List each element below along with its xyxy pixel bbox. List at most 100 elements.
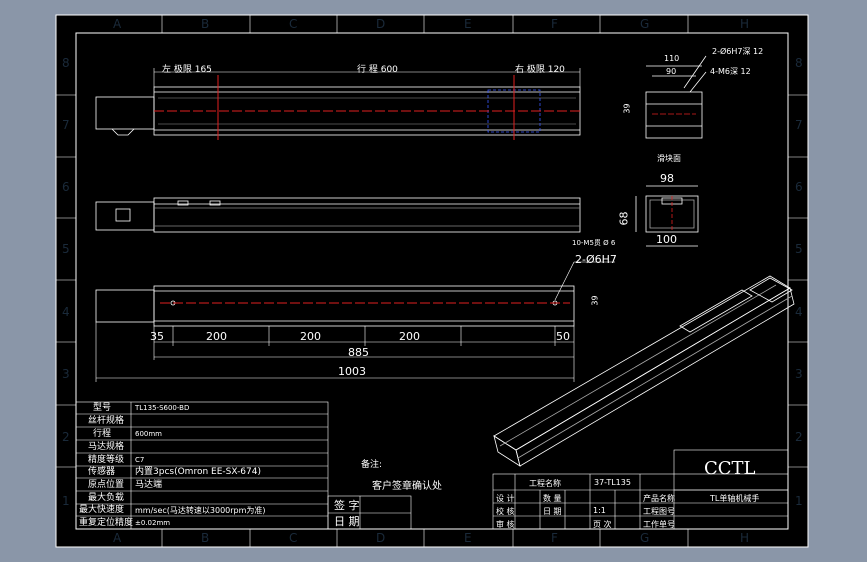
spec-label-precision: 精度等级 — [88, 455, 125, 465]
dim-front-height: 39 — [590, 295, 600, 306]
zone-col-g: G — [640, 17, 650, 31]
zone-col-e: E — [464, 17, 472, 31]
dim-100: 100 — [656, 233, 677, 246]
tb-drawing-no-label: 工程图号 — [643, 507, 675, 516]
tb-product-name-label: 产品名称 — [643, 494, 675, 503]
spec-value-repeat-precision: ±0.02mm — [135, 519, 171, 527]
dim-50: 50 — [556, 330, 570, 343]
inner-frame — [75, 32, 789, 530]
customer-confirm: 客户签章确认处 — [372, 481, 442, 492]
dim-110: 110 — [664, 54, 680, 63]
zone-row-3-right: 3 — [795, 367, 803, 381]
zone-row-4-right: 4 — [795, 305, 803, 319]
front-view — [95, 285, 575, 327]
spec-label-repeat-precision: 重复定位精度 — [79, 518, 134, 528]
spec-label-origin: 原点位置 — [88, 480, 125, 490]
dim-left-stroke: 左 极限 165 — [162, 65, 212, 75]
zone-col-a: A — [113, 17, 122, 31]
zone-row-5-right: 5 — [795, 242, 803, 256]
spec-label-lead: 丝杆规格 — [88, 416, 125, 426]
tb-project-name-value: 37-TL135 — [594, 478, 631, 487]
zone-col-c: C — [289, 17, 298, 31]
zone-col-a-bottom: A — [113, 531, 122, 545]
dim-200-a: 200 — [206, 330, 227, 343]
date-label: 日 期 — [334, 515, 360, 528]
zone-col-f-bottom: F — [551, 531, 558, 545]
top-dim-lines — [153, 68, 581, 87]
screw-note-3: 10-M5贯 Ø 6 — [572, 239, 616, 247]
dim-200-b: 200 — [300, 330, 321, 343]
zone-col-d: D — [376, 17, 386, 31]
dim-885: 885 — [348, 346, 369, 359]
spec-value-origin: 马达端 — [135, 480, 163, 490]
sign-label: 签 字 — [334, 499, 360, 512]
spec-value-precision: C7 — [135, 456, 145, 464]
brand-logo-text: CCTL — [704, 458, 756, 479]
dim-stroke: 行 程 600 — [357, 65, 398, 75]
zone-row-5: 5 — [62, 242, 70, 256]
tb-sheets: 页 次 — [593, 520, 612, 529]
dim-68: 68 — [617, 211, 631, 226]
zone-ticks — [56, 15, 808, 547]
dim-1003: 1003 — [338, 365, 366, 378]
tb-design: 设 计 — [496, 494, 515, 503]
spec-label-max-speed: 最大快速度 — [79, 505, 125, 515]
spec-value-sensor: 内置3pcs(Omron EE-SX-674) — [135, 467, 262, 477]
zone-row-7-right: 7 — [795, 118, 803, 132]
spec-label-motor-spec: 马达规格 — [88, 442, 125, 452]
hole-callout: 2-Ø6H7 — [575, 253, 617, 266]
slider-label: 滑块面 — [657, 154, 681, 163]
dim-98: 98 — [660, 172, 674, 185]
end-view-top — [645, 55, 707, 139]
zone-col-c-bottom: C — [289, 531, 298, 545]
zone-col-b-bottom: B — [201, 531, 210, 545]
dim-right-stroke: 右 极限 120 — [515, 65, 565, 75]
zone-col-b: B — [201, 17, 210, 31]
zone-col-h: H — [740, 17, 750, 31]
zone-col-h-bottom: H — [740, 531, 750, 545]
tb-product-name-value: TL单轴机械手 — [710, 494, 760, 503]
spec-value-model: TL135-S600-BD — [135, 404, 190, 412]
zone-row-3: 3 — [62, 367, 70, 381]
zone-row-6-right: 6 — [795, 180, 803, 194]
screw-note-1: 2-Ø6H7深 12 — [712, 47, 764, 56]
zone-col-d-bottom: D — [376, 531, 386, 545]
tb-project-name-label: 工程名称 — [529, 479, 561, 488]
zone-col-e-bottom: E — [464, 531, 472, 545]
isometric-view — [493, 275, 795, 467]
zone-col-f: F — [551, 17, 558, 31]
tb-scale: 1:1 — [593, 506, 606, 515]
zone-row-8: 8 — [62, 56, 70, 70]
zone-row-2-right: 2 — [795, 430, 803, 444]
end-view-bottom — [635, 185, 699, 247]
tb-work-order: 工作单号 — [643, 520, 675, 529]
tb-quantity: 数 量 — [543, 494, 562, 503]
spec-label-sensor: 传感器 — [88, 467, 116, 477]
zone-col-g-bottom: G — [640, 531, 650, 545]
screw-note-2: 4-M6深 12 — [710, 67, 751, 76]
dim-35: 35 — [150, 330, 164, 343]
dim-200-c: 200 — [399, 330, 420, 343]
spec-value-max-speed: mm/sec(马达转速以3000rpm为准) — [135, 506, 266, 515]
notes-label: 备注: — [361, 460, 383, 470]
front-dim-lines — [95, 261, 615, 382]
zone-row-1-right: 1 — [795, 494, 803, 508]
spec-label-model: 型号 — [93, 403, 112, 413]
side-view — [95, 197, 581, 233]
spec-table-grid — [75, 401, 412, 530]
zone-row-7: 7 — [62, 118, 70, 132]
zone-row-8-right: 8 — [795, 56, 803, 70]
spec-value-stroke: 600mm — [135, 430, 162, 438]
zone-row-2: 2 — [62, 430, 70, 444]
title-block-grid — [492, 449, 789, 530]
tb-audit: 审 核 — [496, 520, 515, 529]
zone-row-1: 1 — [62, 494, 70, 508]
spec-label-stroke: 行程 — [93, 429, 112, 439]
tb-check: 校 核 — [496, 507, 515, 516]
dim-39: 39 — [622, 103, 632, 114]
spec-label-max-load: 最大负载 — [88, 493, 125, 503]
zone-row-4: 4 — [62, 305, 70, 319]
zone-row-6: 6 — [62, 180, 70, 194]
